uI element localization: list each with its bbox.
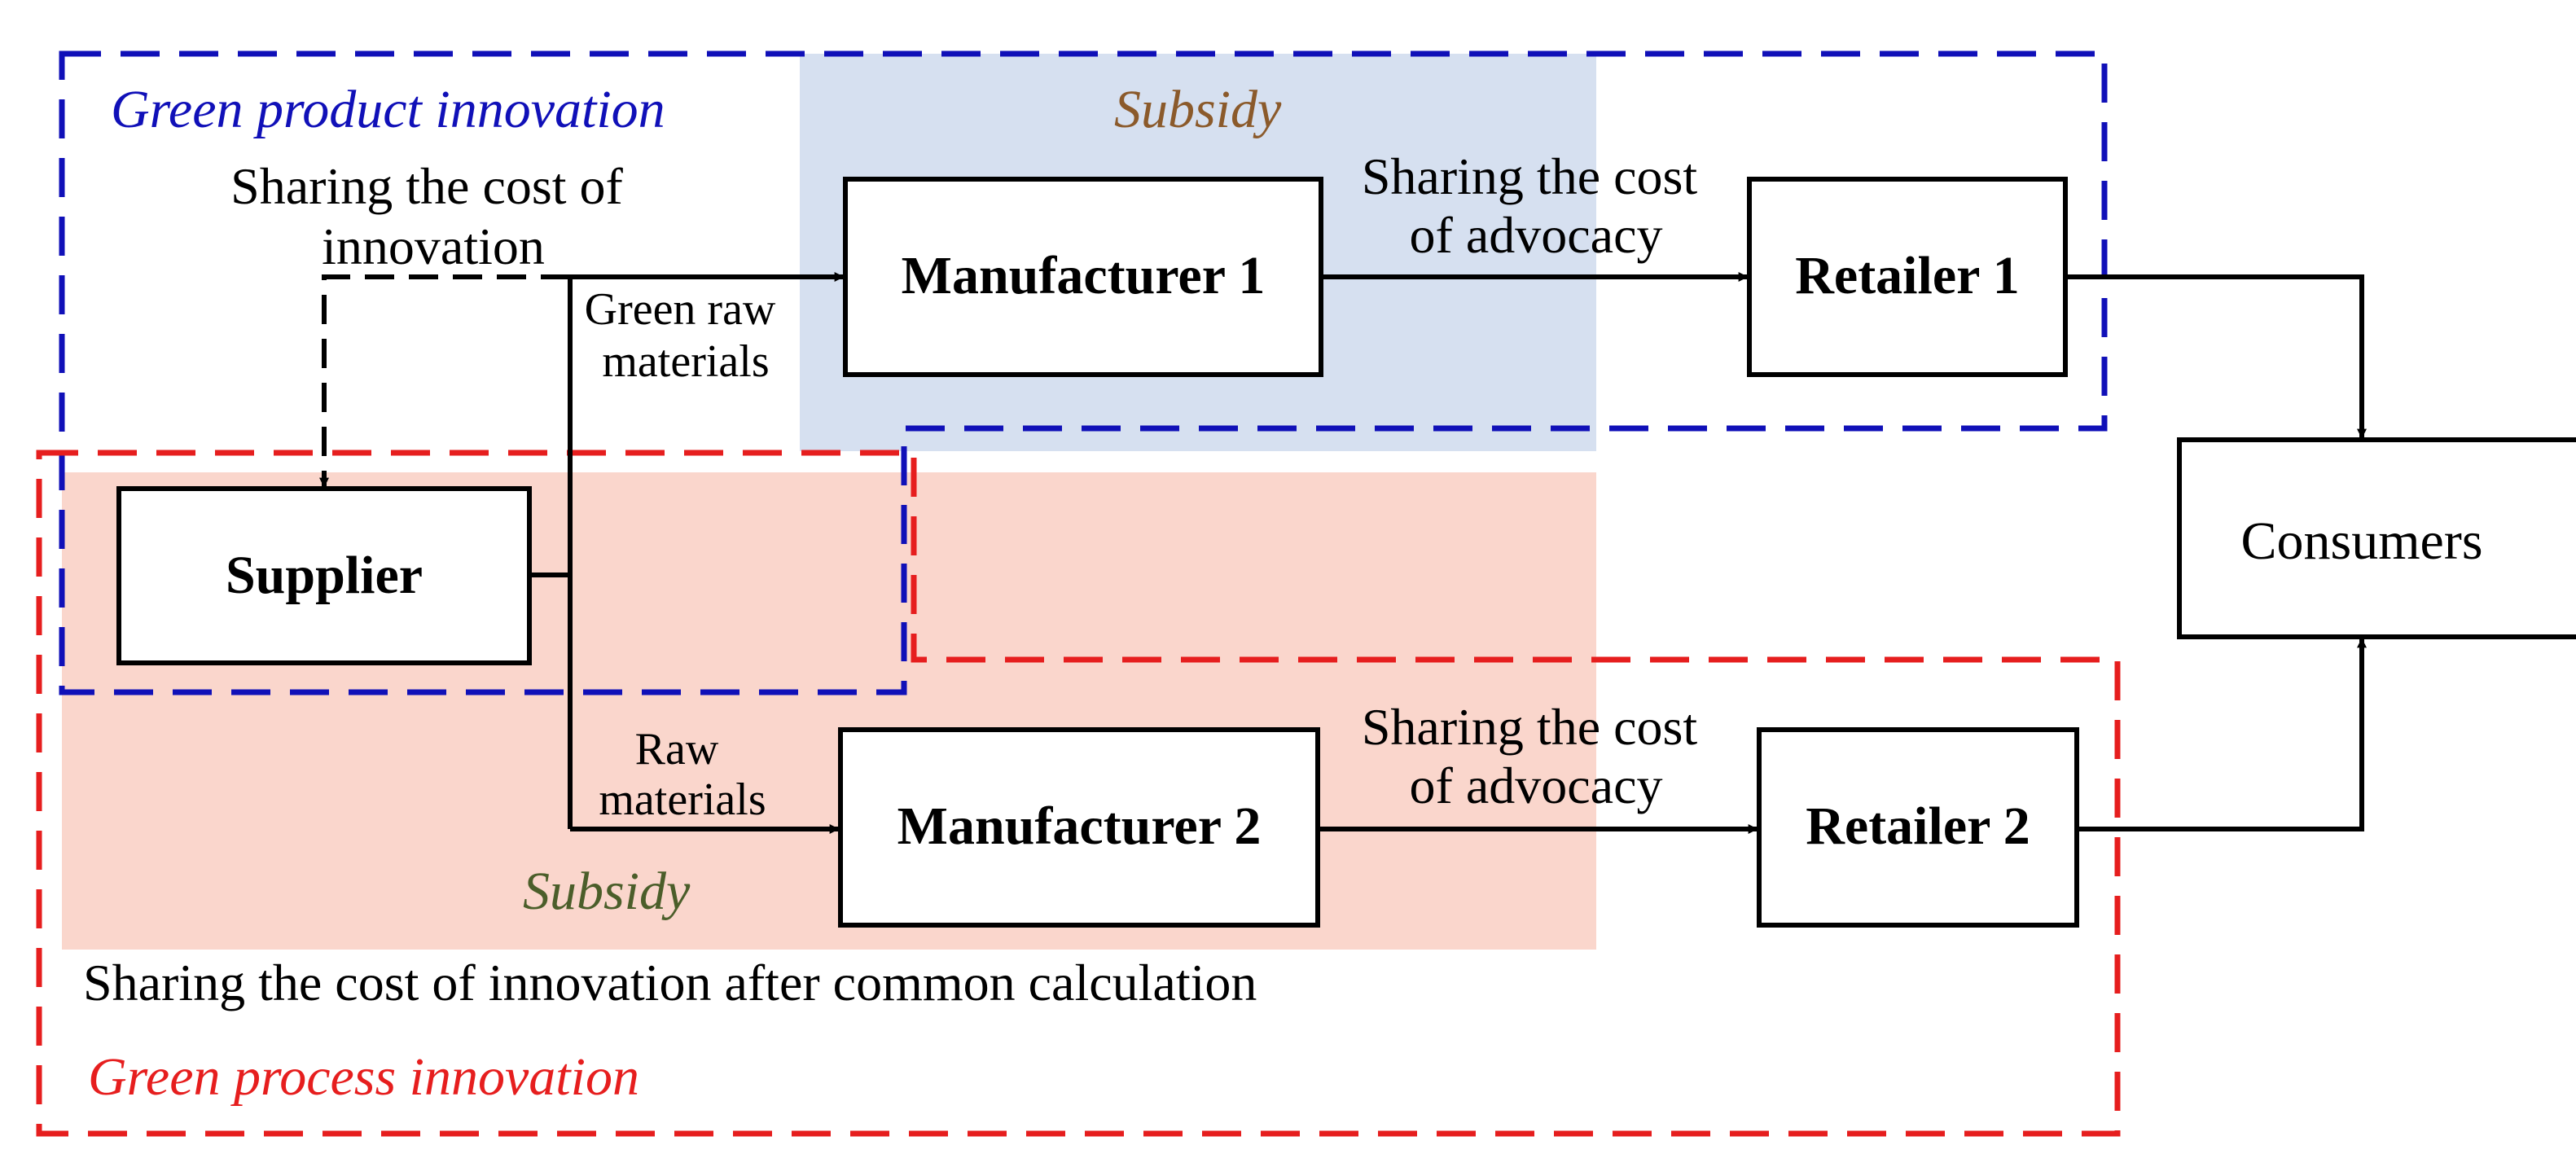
green-process-title: Green process innovation: [88, 1047, 639, 1107]
svg-text:Supplier: Supplier: [226, 546, 423, 605]
supplier-node: Supplier: [116, 486, 532, 665]
svg-text:Retailer 2: Retailer 2: [1806, 796, 2030, 856]
connectors: [319, 272, 2367, 834]
raw-materials-label: Raw materials: [599, 724, 766, 825]
manufacturer-1-node: Manufacturer 1: [843, 177, 1323, 377]
retailer-1-node: Retailer 1: [1747, 177, 2068, 377]
r2-to-consumers-arrow: [2077, 638, 2367, 831]
svg-text:Manufacturer 1: Manufacturer 1: [902, 246, 1266, 305]
advocacy-bottom-label: Sharing the cost of advocacy: [1362, 698, 1710, 814]
innovation-cost-label: Sharing the cost of innovation: [230, 157, 636, 275]
subsidy-label-bottom: Subsidy: [523, 862, 691, 921]
green-raw-materials-label: Green raw materials: [585, 284, 788, 387]
svg-text:Manufacturer 2: Manufacturer 2: [897, 796, 1262, 856]
manufacturer-2-node: Manufacturer 2: [838, 727, 1320, 928]
green-product-title: Green product innovation: [111, 80, 665, 139]
common-calculation-label: Sharing the cost of innovation after com…: [83, 954, 1257, 1011]
advocacy-top-label: Sharing the cost of advocacy: [1362, 147, 1710, 264]
green-process-region: [36, 450, 2121, 1137]
innovation-cost-dashed-arrow: [319, 274, 570, 488]
consumers-node: Consumers: [2177, 437, 2576, 639]
svg-text:Retailer 1: Retailer 1: [1795, 246, 2020, 305]
green-product-region: [59, 50, 2108, 695]
subsidy-label-top: Subsidy: [1114, 80, 1282, 139]
r1-to-consumers-arrow: [2065, 274, 2367, 439]
retailer-2-node: Retailer 2: [1757, 727, 2079, 928]
svg-text:Consumers: Consumers: [2241, 511, 2483, 571]
